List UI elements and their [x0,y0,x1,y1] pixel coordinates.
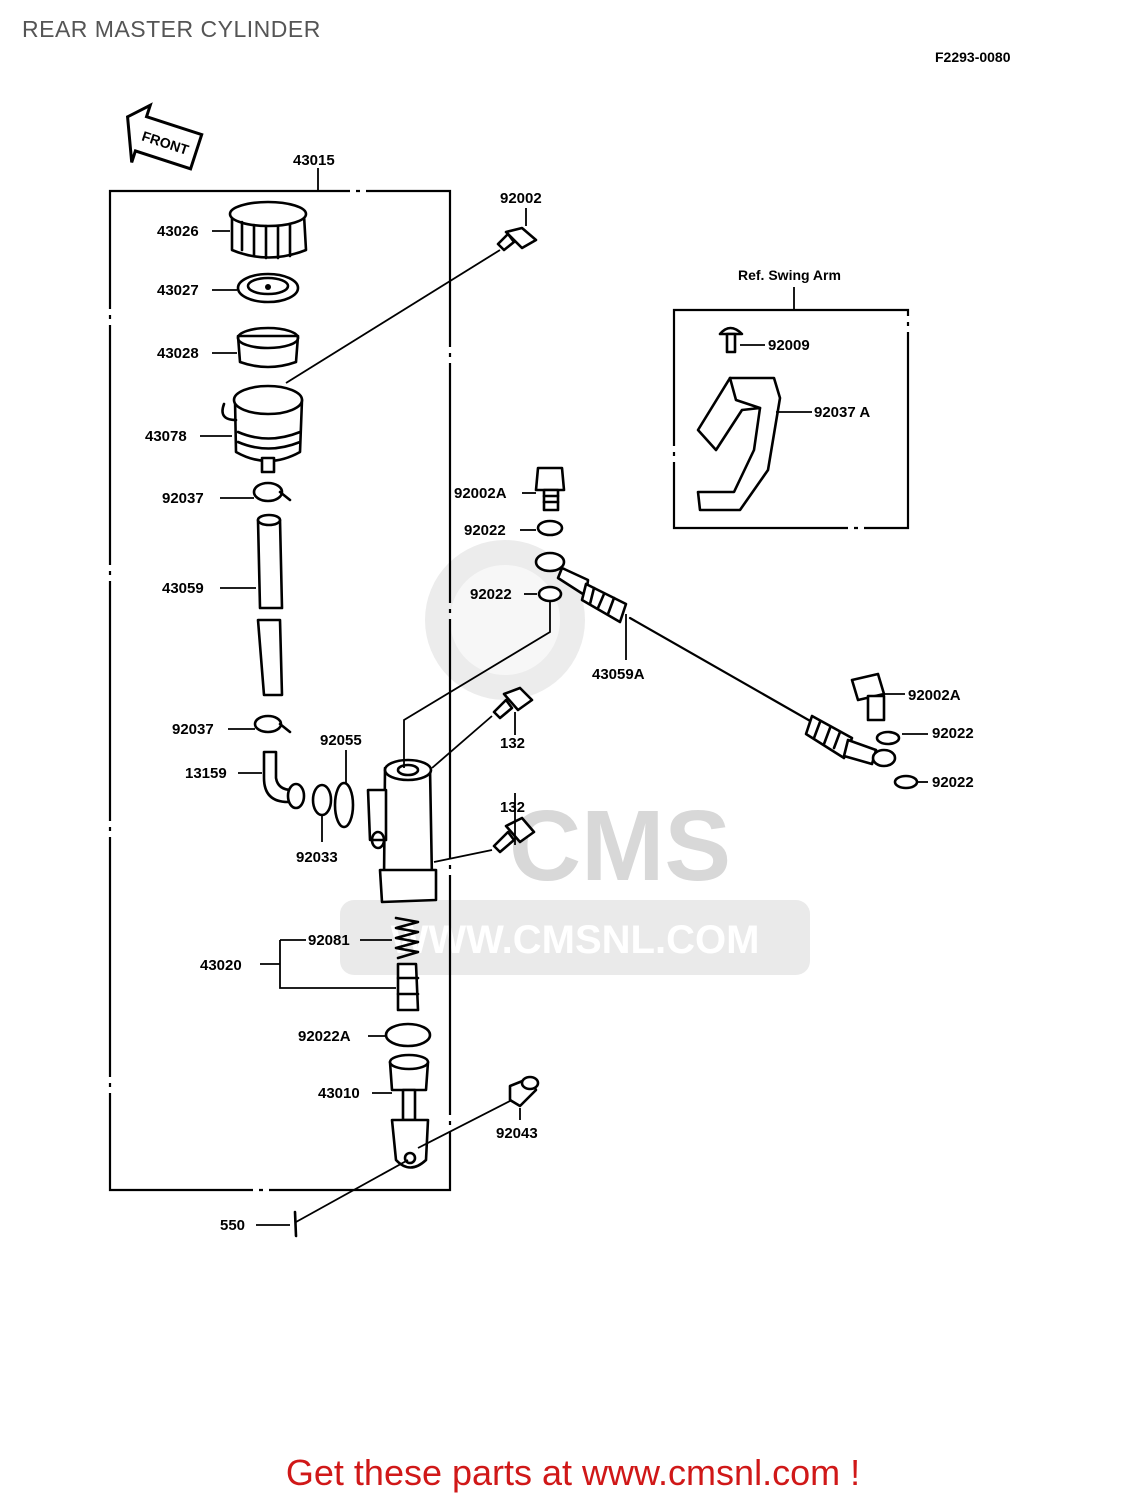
label-92002A-top: 92002A [454,485,507,502]
brake-hose-banjo [534,551,628,624]
label-92009: 92009 [768,337,810,354]
swing-arm-ref-box [672,308,910,530]
label-92022-4: 92022 [932,774,974,791]
reservoir-plate [236,272,300,304]
label-92022A-left: 92022A [298,1028,351,1045]
banjo-bolt-right [850,672,886,722]
label-92037-bottom: 92037 [172,721,214,738]
assembly-43015-box [108,189,452,1192]
push-rod-assembly [388,1053,430,1169]
hose-fitting [262,750,306,810]
watermark-url: WWW.CMSNL.COM [391,918,760,962]
label-92002: 92002 [500,190,542,207]
label-92022-2: 92022 [470,586,512,603]
label-43015: 43015 [293,152,335,169]
master-cylinder-body [366,758,438,904]
washer-mid [537,585,563,603]
piston-spring [394,916,420,960]
bolt-132-upper [492,686,534,720]
label-92081: 92081 [308,932,350,949]
watermark: CMS WWW.CMSNL.COM [340,540,810,975]
label-13159: 13159 [185,765,227,782]
label-43078: 43078 [145,428,187,445]
label-92022-1: 92022 [464,522,506,539]
piston [396,962,420,1012]
banjo-bolt-top [534,466,566,512]
reservoir-body [221,384,304,474]
bolt-92002 [496,226,538,252]
cotter-pin [293,1210,298,1238]
label-43028: 43028 [157,345,199,362]
label-92022-3: 92022 [932,725,974,742]
bracket-92037a [696,376,782,512]
page-title: REAR MASTER CYLINDER [22,16,321,42]
front-arrow-icon: FRONT [125,102,204,171]
label-43059A: 43059A [592,666,645,683]
washer-top [536,519,564,537]
label-43010: 43010 [318,1085,360,1102]
hose-clip-bottom [253,714,292,734]
watermark-brand: CMS [509,790,731,902]
label-43020: 43020 [200,957,242,974]
o-ring-92033 [311,783,333,817]
label-92002A-right: 92002A [908,687,961,704]
label-92055: 92055 [320,732,362,749]
label-132-lower: 132 [500,799,525,816]
footer-link[interactable]: Get these parts at www.cmsnl.com ! [285,1452,861,1493]
label-92037A: 92037 A [814,404,870,421]
label-92037-top: 92037 [162,490,204,507]
figure-code: F2293-0080 [935,49,1011,65]
clevis-pin [508,1075,540,1108]
reservoir-diaphragm [236,326,300,369]
circlip-92022a [384,1022,432,1048]
label-132-upper: 132 [500,735,525,752]
label-43059: 43059 [162,580,204,597]
label-550: 550 [220,1217,245,1234]
label-43026: 43026 [157,223,199,240]
o-ring-92055 [333,781,355,829]
washer-right-2 [893,774,919,790]
label-43027: 43027 [157,282,199,299]
ref-swing-arm-label: Ref. Swing Arm [738,267,841,283]
reservoir-cap [228,200,308,260]
brake-hose-end [804,714,897,768]
label-92033: 92033 [296,849,338,866]
screw-92009 [718,326,744,354]
hose-clip-top [252,481,292,503]
washer-right-1 [875,730,901,746]
label-92043: 92043 [496,1125,538,1142]
reservoir-hose [256,513,284,697]
